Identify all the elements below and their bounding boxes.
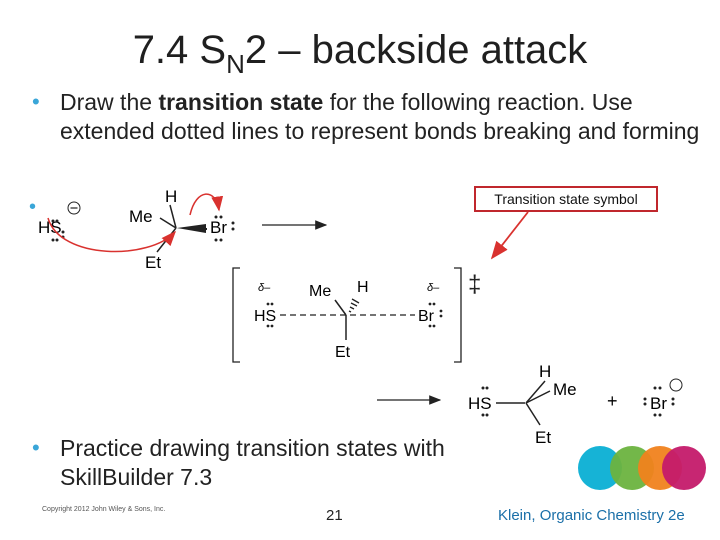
minus-charge-icon (67, 201, 81, 215)
ts-me-label: Me (309, 283, 331, 300)
partial-charge-left: δ– (258, 282, 271, 294)
bullet-marker: • (32, 89, 40, 114)
bullet-practice: • Practice drawing transition states wit… (32, 435, 445, 491)
product-hs-label: HS (468, 394, 492, 413)
credit-text: Klein, Organic Chemistry 2e (498, 507, 685, 524)
curved-arrow-icon (47, 217, 177, 253)
partial-charge-right: δ– (427, 282, 440, 294)
transition-state-structure: ‡ δ– δ– HS Me H Et Br (232, 267, 481, 363)
negative-charge-icon (669, 378, 683, 392)
logo-circles-icon (578, 446, 706, 490)
copyright-text: Copyright 2012 John Wiley & Sons, Inc. (42, 506, 166, 513)
reactant-br-label: Br (210, 218, 227, 237)
reactant-me-label: Me (129, 207, 153, 226)
bullet-marker: • (32, 435, 40, 460)
ts-h-label: H (357, 279, 369, 296)
page-number: 21 (326, 507, 343, 524)
product-h-label: H (539, 362, 551, 381)
product-br-label: Br (650, 394, 667, 413)
transition-state-callout: Transition state symbol (474, 186, 658, 212)
bullet-draw-transition-state: • Draw the transition state for the foll… (32, 89, 700, 145)
bullet-marker-partial: • (29, 196, 37, 218)
product-structure: HS H Me Et + Br (468, 362, 683, 447)
title-subscript: N (226, 49, 245, 79)
curved-arrow-icon (189, 193, 224, 216)
callout-arrow-icon (490, 211, 529, 260)
reactant-et-label: Et (145, 253, 161, 272)
ts-et-label: Et (335, 344, 351, 361)
reactant-structure: HS Me H Et Br (38, 187, 235, 272)
ts-hs-label: HS (254, 308, 276, 325)
double-dagger-symbol: ‡ (468, 271, 481, 298)
product-et-label: Et (535, 428, 551, 447)
slide-title: 7.4 SN2 – backside attack (132, 28, 588, 79)
reactant-h-label: H (165, 187, 177, 206)
product-me-label: Me (553, 380, 577, 399)
plus-sign: + (607, 391, 618, 411)
ts-br-label: Br (418, 308, 435, 325)
bold-transition-state: transition state (158, 89, 324, 115)
